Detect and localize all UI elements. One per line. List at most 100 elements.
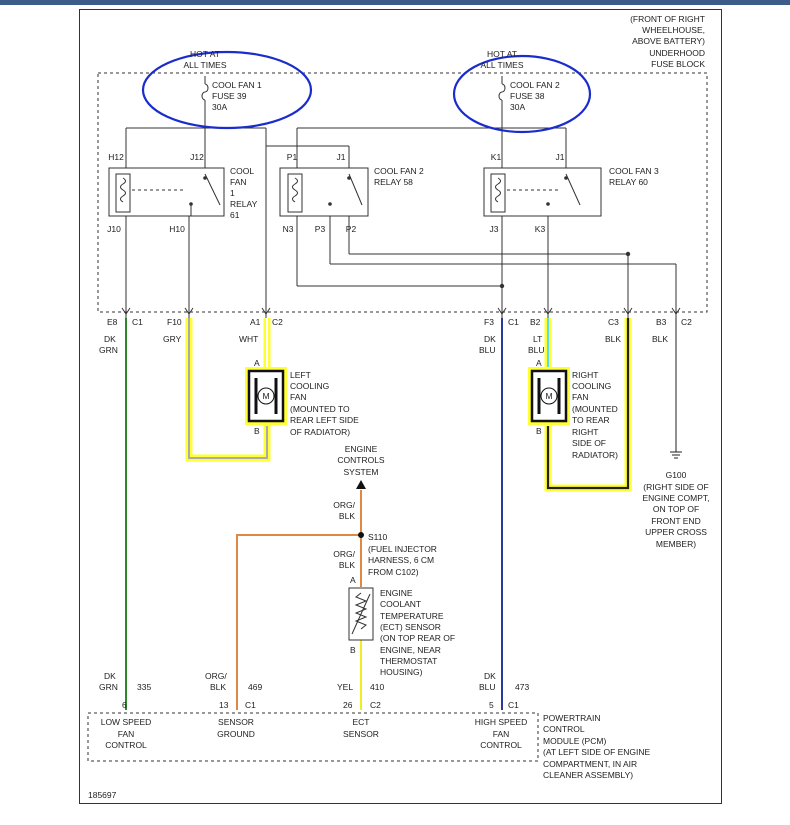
svg-text:BLK: BLK [210, 682, 226, 692]
svg-text:(MOUNTED: (MOUNTED [572, 404, 618, 414]
svg-text:N3: N3 [283, 224, 294, 234]
ect-sensor-label: ENGINE COOLANT TEMPERATURE (ECT) SENSOR … [380, 588, 455, 677]
svg-text:COOLANT: COOLANT [380, 599, 421, 609]
svg-text:SENSOR: SENSOR [218, 717, 254, 727]
svg-text:OF RADIATOR): OF RADIATOR) [290, 427, 350, 437]
svg-text:13: 13 [219, 700, 229, 710]
svg-text:F10: F10 [167, 317, 182, 327]
svg-text:MEMBER): MEMBER) [656, 539, 696, 549]
svg-text:FAN: FAN [572, 392, 589, 402]
svg-text:(ON TOP REAR OF: (ON TOP REAR OF [380, 633, 455, 643]
svg-text:BLU: BLU [479, 345, 496, 355]
svg-text:P1: P1 [287, 152, 298, 162]
svg-text:(FUEL INJECTOR: (FUEL INJECTOR [368, 544, 437, 554]
svg-text:FUSE 39: FUSE 39 [212, 91, 247, 101]
fuse-block-location-note: (FRONT OF RIGHT WHEELHOUSE, ABOVE BATTER… [630, 14, 705, 69]
svg-text:30A: 30A [510, 102, 525, 112]
svg-text:COMPARTMENT, IN AIR: COMPARTMENT, IN AIR [543, 759, 637, 769]
svg-text:HOT AT: HOT AT [190, 49, 220, 59]
engine-controls-system-label: ENGINE CONTROLS SYSTEM [337, 444, 385, 477]
ink-circle-fuse-2 [452, 54, 592, 134]
svg-text:BLU: BLU [528, 345, 545, 355]
svg-text:BLK: BLK [652, 334, 668, 344]
relay-58-label: COOL FAN 2 RELAY 58 [374, 166, 424, 187]
svg-text:WHEELHOUSE,: WHEELHOUSE, [642, 25, 705, 35]
svg-text:335: 335 [137, 682, 151, 692]
svg-text:ON TOP OF: ON TOP OF [653, 504, 699, 514]
svg-text:ORG/: ORG/ [205, 671, 227, 681]
svg-text:C2: C2 [681, 317, 692, 327]
svg-text:DK: DK [104, 334, 116, 344]
wire-label-org-blk: ORG/ BLK ORG/ BLK [333, 500, 355, 570]
svg-text:ECT: ECT [353, 717, 370, 727]
svg-text:RELAY: RELAY [230, 199, 258, 209]
svg-text:GROUND: GROUND [217, 729, 255, 739]
svg-text:P3: P3 [315, 224, 326, 234]
svg-text:COOL FAN 1: COOL FAN 1 [212, 80, 262, 90]
underhood-fuse-block [97, 72, 708, 313]
svg-text:F3: F3 [484, 317, 494, 327]
svg-text:COOL FAN 2: COOL FAN 2 [374, 166, 424, 176]
svg-text:GRY: GRY [163, 334, 182, 344]
svg-text:A: A [536, 358, 542, 368]
svg-text:H12: H12 [108, 152, 124, 162]
svg-text:A: A [350, 575, 356, 585]
pcm-label: POWERTRAIN CONTROL MODULE (PCM) (AT LEFT… [543, 713, 651, 780]
svg-text:K1: K1 [491, 152, 502, 162]
svg-text:LOW SPEED: LOW SPEED [101, 717, 152, 727]
svg-text:G100: G100 [666, 470, 687, 480]
svg-text:COOLING: COOLING [572, 381, 611, 391]
svg-text:1: 1 [230, 188, 235, 198]
left-cooling-fan: M A B [247, 358, 285, 436]
svg-text:ENGINE: ENGINE [345, 444, 378, 454]
svg-text:HOUSING): HOUSING) [380, 667, 423, 677]
svg-text:(FRONT OF RIGHT: (FRONT OF RIGHT [630, 14, 705, 24]
svg-text:(RIGHT SIDE OF: (RIGHT SIDE OF [643, 482, 709, 492]
svg-text:POWERTRAIN: POWERTRAIN [543, 713, 600, 723]
arrow-up-icon [356, 480, 366, 489]
svg-text:C2: C2 [272, 317, 283, 327]
svg-text:FUSE 38: FUSE 38 [510, 91, 545, 101]
svg-text:B: B [254, 426, 260, 436]
svg-text:B: B [350, 645, 356, 655]
svg-text:CONTROL: CONTROL [105, 740, 147, 750]
svg-text:BLK: BLK [339, 511, 355, 521]
svg-text:26: 26 [343, 700, 353, 710]
svg-text:(MOUNTED TO: (MOUNTED TO [290, 404, 350, 414]
svg-text:C1: C1 [245, 700, 256, 710]
svg-text:C3: C3 [608, 317, 619, 327]
pcm-box [87, 712, 539, 762]
ink-circle-fuse-1 [141, 50, 313, 130]
svg-text:CONTROL: CONTROL [543, 724, 585, 734]
svg-text:C2: C2 [370, 700, 381, 710]
diagram-frame [79, 9, 722, 804]
svg-text:RADIATOR): RADIATOR) [572, 450, 618, 460]
right-cooling-fan: M A B [530, 358, 568, 436]
svg-text:SIDE OF: SIDE OF [572, 438, 606, 448]
splice-s110-label: S110 (FUEL INJECTOR HARNESS, 6 CM FROM C… [368, 532, 437, 577]
svg-text:A: A [254, 358, 260, 368]
svg-text:A1: A1 [250, 317, 261, 327]
svg-text:LT: LT [533, 334, 542, 344]
svg-text:WHT: WHT [239, 334, 258, 344]
svg-text:UNDERHOOD: UNDERHOOD [649, 48, 705, 58]
svg-text:ENGINE, NEAR: ENGINE, NEAR [380, 645, 441, 655]
svg-text:SENSOR: SENSOR [343, 729, 379, 739]
svg-text:HIGH SPEED: HIGH SPEED [475, 717, 527, 727]
svg-text:TO REAR: TO REAR [572, 415, 610, 425]
svg-text:E8: E8 [107, 317, 118, 327]
relay-pin-labels: H12 J12 J10 H10 P1 J1 N3 P3 P2 K1 J1 J3 … [107, 152, 565, 234]
connector-ticks [121, 307, 681, 315]
svg-text:FUSE BLOCK: FUSE BLOCK [651, 59, 705, 69]
hot-at-all-times-right: HOT AT ALL TIMES [481, 49, 524, 70]
svg-text:BLU: BLU [479, 682, 496, 692]
svg-text:5: 5 [489, 700, 494, 710]
svg-text:B2: B2 [530, 317, 541, 327]
motor-icon: M [545, 391, 552, 401]
svg-text:(ECT) SENSOR: (ECT) SENSOR [380, 622, 441, 632]
svg-text:B: B [536, 426, 542, 436]
svg-text:ALL TIMES: ALL TIMES [481, 60, 524, 70]
svg-text:LEFT: LEFT [290, 370, 311, 380]
